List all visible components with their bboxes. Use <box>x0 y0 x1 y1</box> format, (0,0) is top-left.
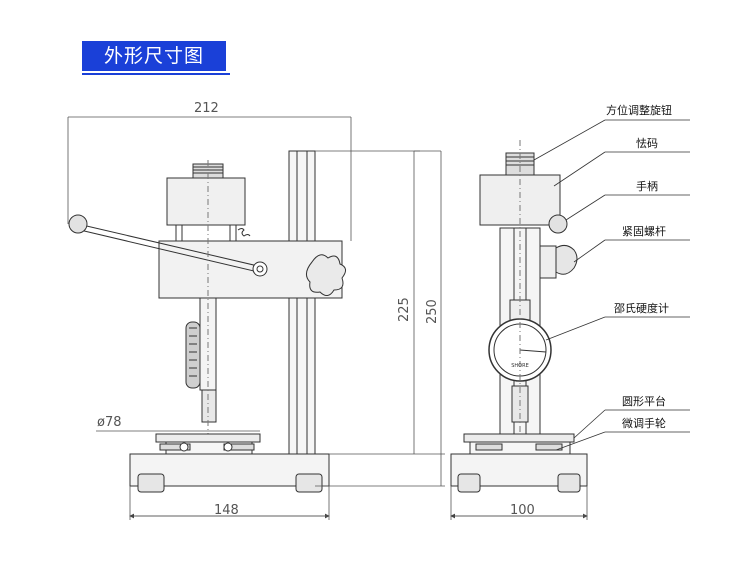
front-dimensions <box>67 116 445 520</box>
dim-column-height: 225 <box>397 297 412 322</box>
dim-total-height: 250 <box>425 299 440 324</box>
side-dimensions <box>450 486 588 520</box>
front-handle-bar <box>77 223 259 267</box>
front-platform <box>155 433 261 443</box>
side-clamp-screw <box>555 244 578 275</box>
front-view <box>68 150 346 493</box>
dim-platform-diameter: ø78 <box>97 415 122 430</box>
front-weight <box>166 177 246 226</box>
callout-clamp-screw: 紧固螺杆 <box>622 224 666 238</box>
callout-round-platform: 圆形平台 <box>622 394 666 408</box>
front-handle-ball <box>68 214 88 234</box>
callout-orientation-knob: 方位调整旋钮 <box>606 103 672 117</box>
front-star-knob <box>306 254 346 296</box>
callout-handle: 手柄 <box>636 179 658 193</box>
page-title: 外形尺寸图 <box>82 41 226 71</box>
callout-fine-adjust-wheel: 微调手轮 <box>622 416 666 430</box>
front-base-foot-right <box>295 473 323 493</box>
dim-side-base-width: 100 <box>510 503 535 518</box>
front-column <box>288 150 316 455</box>
dim-front-base-width: 148 <box>214 503 239 518</box>
callout-weight: 怯码 <box>636 136 658 150</box>
title-underline <box>82 73 230 75</box>
front-base-foot-left <box>137 473 165 493</box>
side-handle-ball <box>548 214 568 234</box>
side-platform <box>463 433 575 443</box>
callout-shore-gauge: 邵氏硬度计 <box>614 301 669 315</box>
callout-leaders <box>533 119 690 451</box>
gauge-brand-text: SHORE <box>511 363 529 369</box>
side-view <box>450 140 588 493</box>
dim-overall-width: 212 <box>194 101 219 116</box>
